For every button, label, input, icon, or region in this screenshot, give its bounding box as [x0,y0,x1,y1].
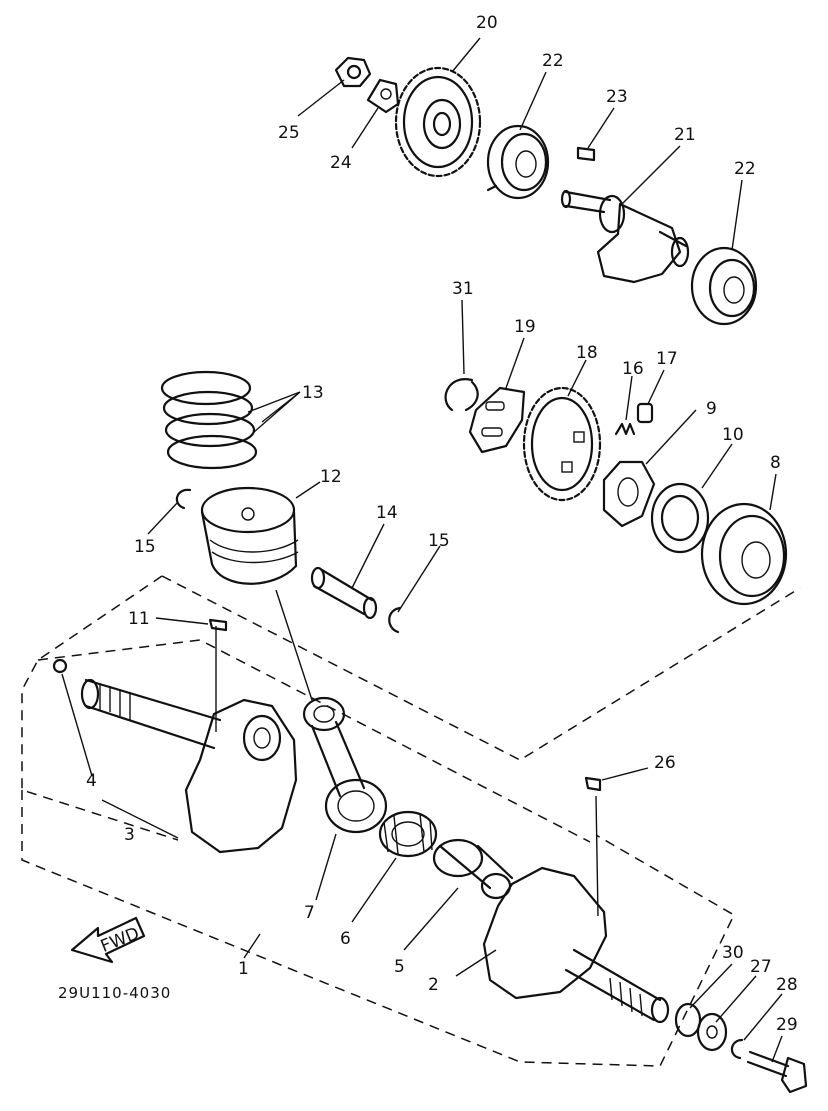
part-5-crank-pin [432,838,514,900]
callout-10: 10 [722,425,744,445]
part-3-left-crank [80,678,298,854]
callout-4: 4 [86,771,97,791]
part-21-balancer-shaft [560,189,690,284]
part-2-right-crank [482,866,670,1024]
callout-20: 20 [476,13,498,33]
part-7-connecting-rod [302,696,388,834]
part-22-bearing-right [690,246,758,326]
callout-12: 12 [320,467,342,487]
callout-19: 19 [514,317,536,337]
callout-30: 30 [722,943,744,963]
part-30-o-ring [674,1002,702,1038]
assembly-outline-crankshaft [21,575,801,1067]
callout-26: 26 [654,753,676,773]
part-8-bearing [700,502,788,606]
fwd-label: FWD [98,924,142,957]
callout-17: 17 [656,349,678,369]
callout-21: 21 [674,125,696,145]
part-23-key [576,146,596,162]
callout-9: 9 [706,399,717,419]
callout-8: 8 [770,453,781,473]
part-27-washer [696,1012,728,1052]
part-20-drive-gear [394,66,482,178]
part-18-gear [522,386,602,502]
callout-1: 1 [238,959,249,979]
callout-3: 3 [124,825,135,845]
part-15-clip-right [388,606,402,634]
callout-16: 16 [622,359,644,379]
callout-5: 5 [394,957,405,977]
part-12-piston [200,486,299,585]
callout-18: 18 [576,343,598,363]
part-16-spring [614,422,636,436]
diagram-code: 29U110-4030 [58,984,172,1002]
callout-25: 25 [278,123,300,143]
callout-11: 11 [128,609,150,629]
part-11-key [208,618,228,632]
part-26-key [584,776,602,792]
callout-24: 24 [330,153,352,173]
leader-lines [61,37,783,1063]
callout-23: 23 [606,87,628,107]
part-4-ball [52,658,68,674]
callout-22-right: 22 [734,159,756,179]
part-9-nut [602,460,656,528]
part-6-needle-bearing [378,810,438,858]
callout-6: 6 [340,929,351,949]
part-22-bearing-top [486,124,550,200]
callout-22-top: 22 [542,51,564,71]
callout-28: 28 [776,975,798,995]
part-15-clip-left [175,488,192,510]
callout-15-left: 15 [134,537,156,557]
callout-labels: 20 22 23 21 22 25 24 31 19 18 16 17 9 10… [86,13,798,1035]
callout-29: 29 [776,1015,798,1035]
part-19-plate [468,386,526,454]
callout-2: 2 [428,975,439,995]
callout-31: 31 [452,279,474,299]
part-10-washer [650,482,710,554]
callout-7: 7 [304,903,315,923]
part-24-lock-washer [366,78,400,114]
part-17-pin [636,402,654,424]
part-28-lock-washer [730,1038,744,1060]
part-25-nut [334,56,372,88]
part-14-piston-pin [310,566,378,620]
callout-27: 27 [750,957,772,977]
fwd-arrow-icon: FWD [70,916,146,964]
part-31-circlip [444,378,479,412]
callout-14: 14 [376,503,398,523]
callout-15-right: 15 [428,531,450,551]
part-13-piston-rings [160,370,258,470]
part-29-bolt [746,1050,808,1094]
callout-13: 13 [302,383,324,403]
